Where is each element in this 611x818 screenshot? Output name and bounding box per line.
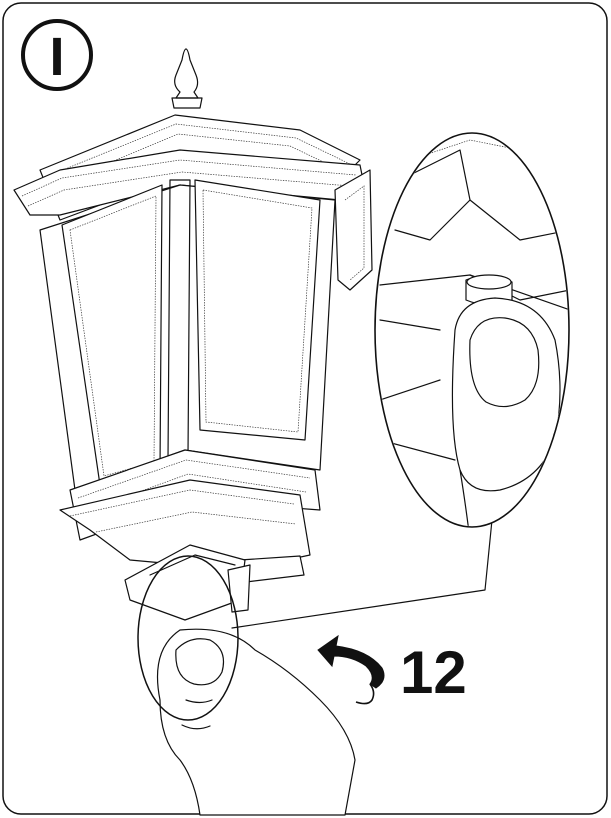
detail-callout [374,132,570,528]
hand-at-socket [156,628,356,816]
lantern-illustration [13,48,373,621]
turn-count-label: 12 [400,639,467,706]
step-badge: I [21,19,93,91]
detail-marker-oval [137,555,239,721]
step-label: I [49,27,64,87]
rotate-arrow-icon [317,634,385,705]
callout-leader [231,519,493,629]
